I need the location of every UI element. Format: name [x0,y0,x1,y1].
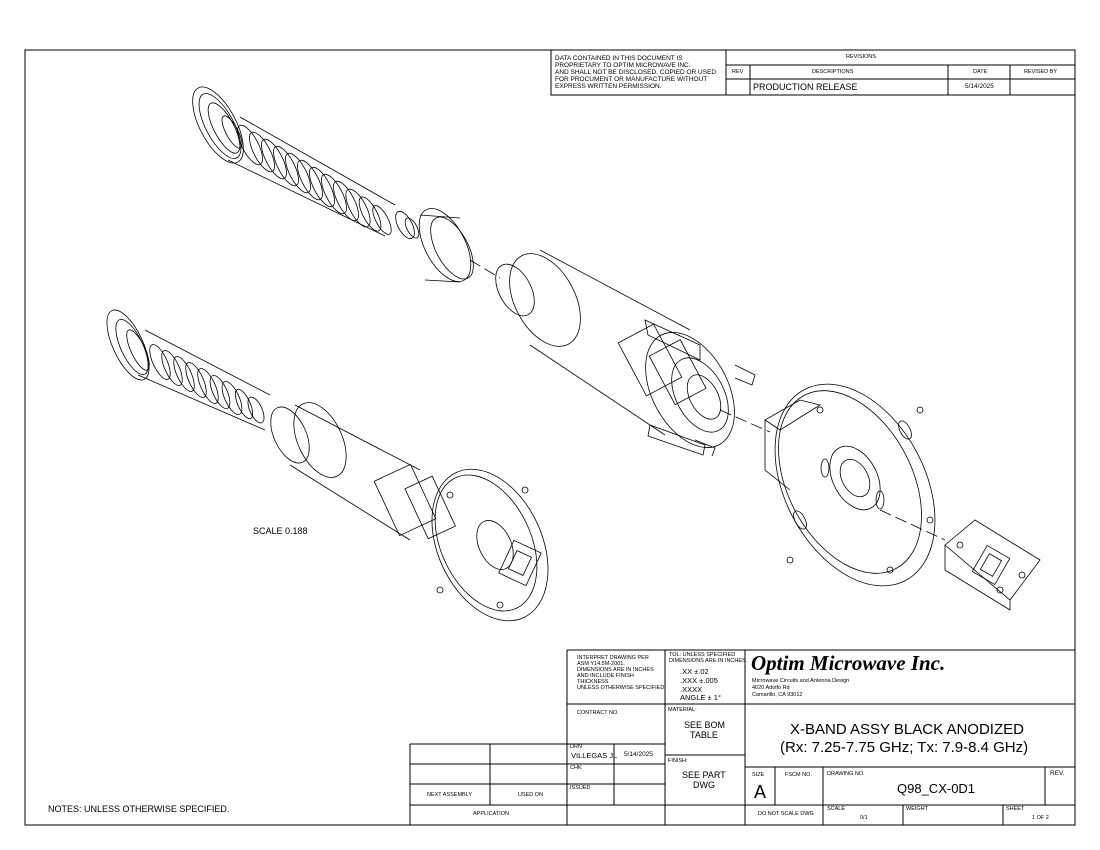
company-detail: Microwave Circuits and Antenna Design [752,678,850,684]
company-detail: Camarillo, CA 93012 [752,692,803,698]
exploded-feed-horn [192,86,474,283]
chk-label: CHK [570,765,582,771]
company-detail: 4020 Adolfo Rd [752,685,790,691]
drawing-border [24,49,1076,826]
notice-line: AND SHALL NOT BE DISCLOSED, COPIED OR US… [555,69,717,76]
interpret-line: UNLESS OTHERWISE SPECIFIED. [577,685,666,691]
scale-note: SCALE 0.188 [253,526,308,536]
interpret-line: AND INCLUDE FINISH [577,673,634,679]
do-not-scale: DO NOT SCALE DWG [758,811,814,817]
notice-line: FOR PROCUMENT OR MANUFACTURE WITHOUT [555,76,708,83]
center-lines [469,259,946,541]
revision-description: PRODUCTION RELEASE [753,82,858,92]
fscm-label: FSCM NO. [785,772,812,778]
revisions-table [725,49,1076,96]
finish-value: SEE PART [682,770,726,780]
corrugation-rings [237,124,392,235]
descriptions-header: DESCRIPTIONS [812,69,854,75]
tolerance-header: DIMENSIONS ARE IN INCHES. [669,658,748,664]
issued-label: ISSUED [570,785,591,791]
used-on-label: USED ON [518,792,544,798]
scale-value: 0/1 [860,815,868,821]
interpret-line: THICKNESS [577,679,609,685]
interpret-line: ASM Y14.5M-2001. [577,661,625,667]
tolerance-value: .XX ±.02 [680,667,709,676]
interpret-line: DIMENSIONS ARE IN INCHES [577,667,654,673]
rev-label: REV. [1050,770,1065,777]
application-label: APPLICATION [473,811,509,817]
notice-line: EXPRESS WRITTEN PERMISSION. [555,83,662,90]
contract-label: CONTRACT NO. [577,710,619,716]
company-logo: Optim Microwave Inc. [751,651,946,675]
tolerance-header: TOL: UNLESS SPECIFIED [669,652,736,658]
drawing-title: X-BAND ASSY BLACK ANODIZED [790,721,1024,738]
revised-by-header: REVISED BY [1024,69,1058,75]
sheet-label: SHEET [1006,806,1025,812]
drawing-number: Q98_CX-0D1 [897,781,976,796]
material-value: TABLE [690,730,718,740]
size-label: SIZE [752,772,765,778]
revision-date: 5/14/2025 [965,83,994,90]
tolerance-value: .XXXX [680,685,703,694]
drawing-no-label: DRAWING NO. [827,771,865,777]
drn-label: DRN [570,744,582,750]
revisions-title: REVISIONS [846,54,876,60]
exploded-omt-body [495,249,756,457]
rev-header: REV [732,69,744,75]
exploded-waveguide-adapter [944,519,1041,611]
sheet-value: 1 OF 2 [1032,815,1049,821]
next-assembly-label: NEXT ASSEMBLY [427,792,473,798]
finish-value: DWG [693,780,715,790]
general-notes: NOTES: UNLESS OTHERWISE SPECIFIED. [48,804,230,814]
tolerance-value: ANGLE ± 1° [680,693,721,702]
scale-label: SCALE [827,806,846,812]
drn-date: 5/14/2025 [624,751,653,758]
notice-line: DATA CONTAINED IN THIS DOCUMENT IS [555,55,683,62]
size-value: A [754,782,767,802]
material-value: SEE BOM [684,720,726,730]
drn-name: VILLEGAS JL [571,751,618,760]
material-label: MATERIAL: [668,707,697,713]
assembled-feed [106,309,549,622]
notice-line: PROPRIETARY TO OPTIM MICROWAVE INC. [555,62,691,69]
exploded-flange [764,383,936,587]
date-header: DATE [973,69,988,75]
drawing-subtitle: (Rx: 7.25-7.75 GHz; Tx: 7.9-8.4 GHz) [780,739,1029,756]
tolerance-value: .XXX ±.005 [680,676,718,685]
finish-label: FINISH: [668,758,688,764]
interpret-line: INTERPRET DRAWING PER [577,655,649,661]
weight-label: WEIGHT [906,806,928,812]
